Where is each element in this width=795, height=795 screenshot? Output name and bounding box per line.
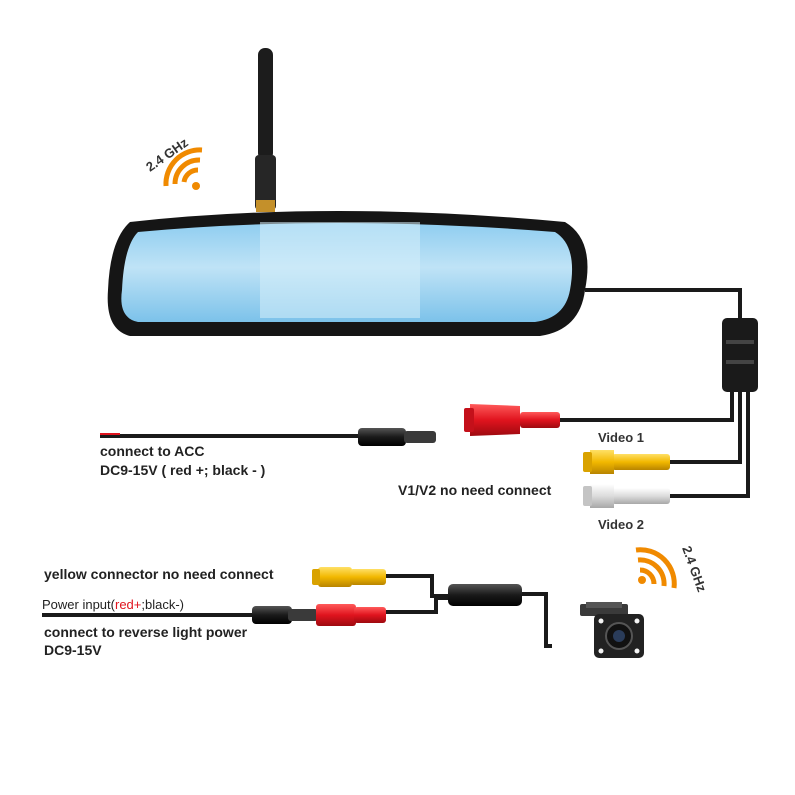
v1v2-note-label: V1/V2 no need connect	[398, 482, 552, 498]
power-input-label: Power input(red+;black-)	[42, 597, 184, 612]
camera-junction	[448, 584, 522, 606]
yellow-note-label: yellow connector no need connect	[44, 566, 274, 582]
power-input-suffix: ;black-)	[141, 597, 184, 612]
red-rca-connector	[464, 404, 560, 436]
main-cable	[585, 288, 742, 318]
wifi-signal-icon	[163, 147, 203, 190]
antenna-icon	[255, 48, 276, 212]
acc-label-line1: connect to ACC	[100, 443, 205, 459]
camera-icon	[580, 602, 644, 658]
mirror-monitor	[107, 211, 588, 336]
power-input-red: red+	[114, 597, 142, 612]
yellow-rca-camera	[312, 567, 386, 587]
wifi-signal-icon	[635, 547, 677, 589]
video1-label: Video 1	[598, 430, 645, 445]
video2-label: Video 2	[598, 517, 645, 532]
screen-area	[260, 222, 420, 318]
camera-main-cable	[520, 592, 552, 648]
acc-label-line2: DC9-15V ( red +; black - )	[100, 462, 266, 478]
power-input-prefix: Power input(	[42, 597, 115, 612]
freq-label-bottom: 2.4 GHz	[679, 544, 710, 594]
yellow-rca-video1	[583, 450, 670, 474]
reverse-power-cable	[42, 604, 386, 626]
white-rca-video2	[583, 484, 670, 508]
acc-power-cable	[100, 428, 436, 446]
reverse-label-line2: DC9-15V	[44, 642, 102, 658]
reverse-label-line1: connect to reverse light power	[44, 624, 248, 640]
junction-connector	[722, 318, 758, 392]
